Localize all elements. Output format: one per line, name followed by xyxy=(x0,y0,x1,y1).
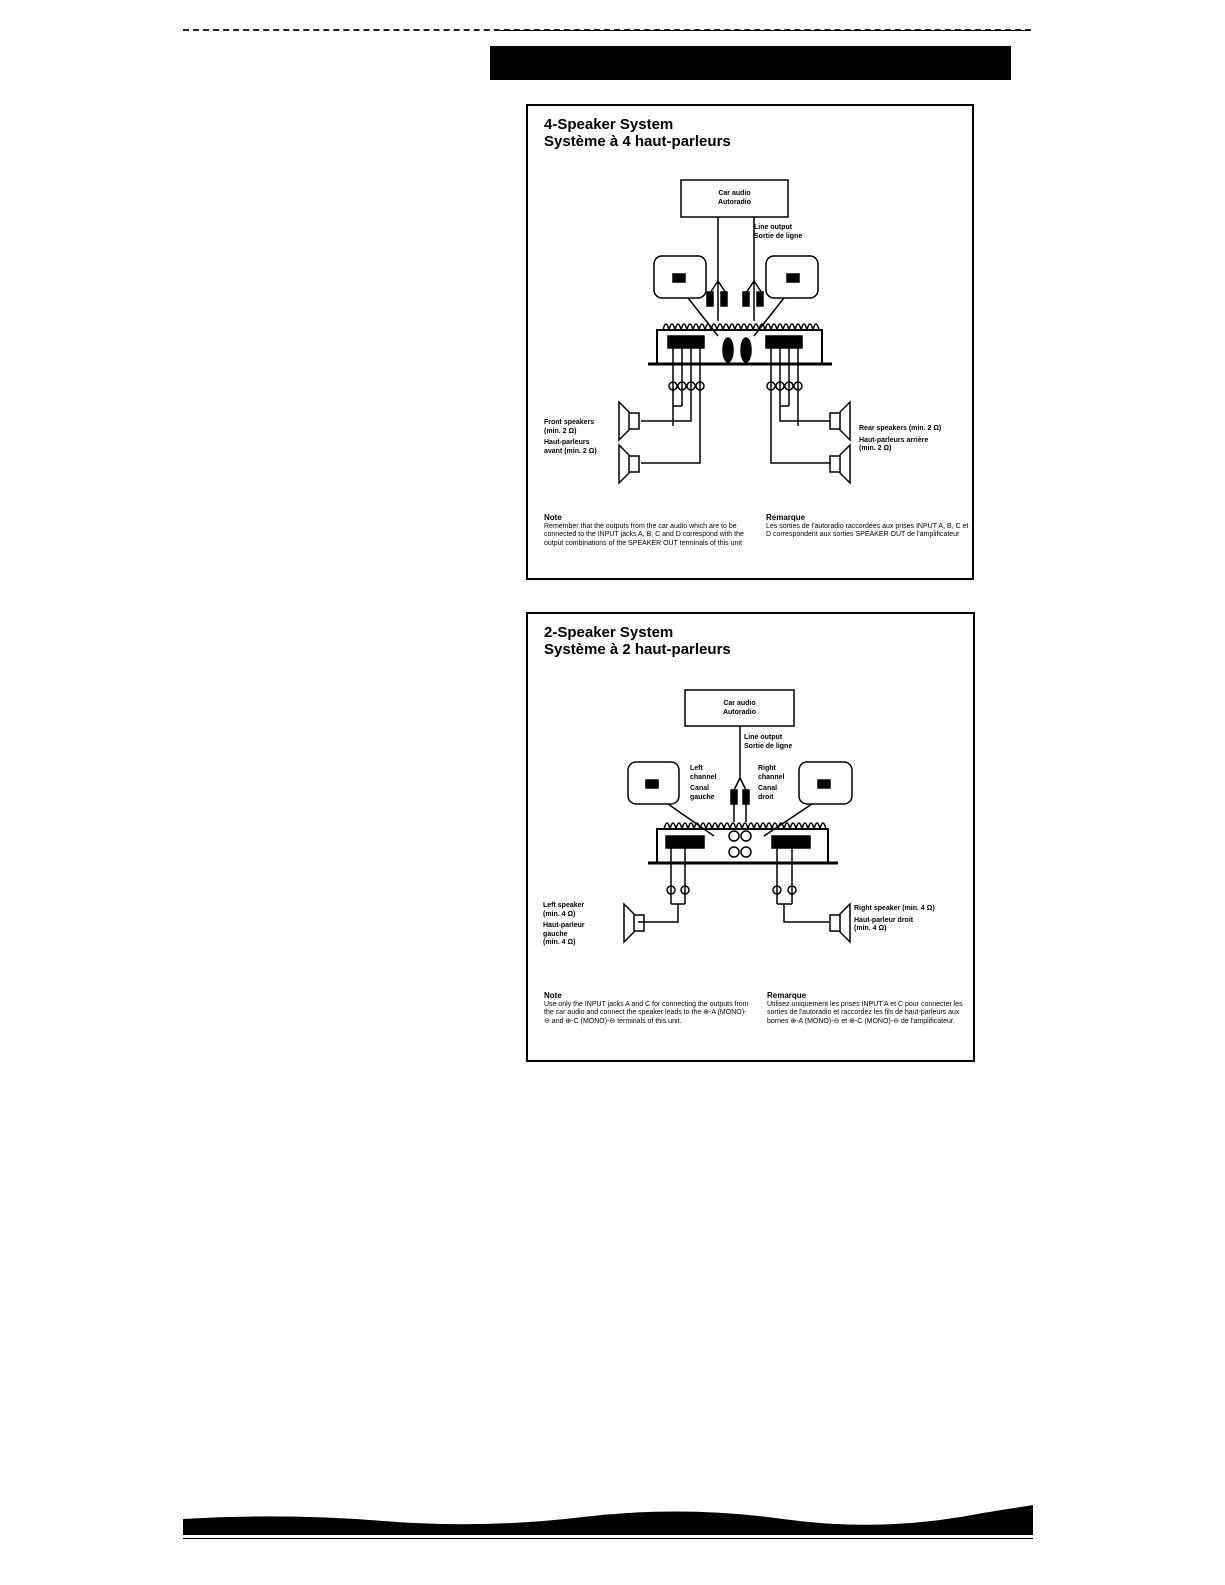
title-fr: Système à 4 haut-parleurs xyxy=(544,133,731,150)
t: Canal xyxy=(758,785,778,792)
scan-edge-artifact xyxy=(183,1505,1033,1535)
remarque-heading: Remarque xyxy=(767,991,807,1000)
t: Haut-parleur droit xyxy=(854,916,914,924)
t: gauche xyxy=(690,793,715,801)
right-speaker-label: Right speaker (min. 4 Ω) Haut-parleur dro… xyxy=(854,905,935,934)
car-audio-fr: Autoradio xyxy=(717,198,752,206)
t: (min. 2 Ω) xyxy=(544,427,577,435)
t: Front speakers xyxy=(544,419,595,426)
title-fr: Système à 2 haut-parleurs xyxy=(544,641,731,658)
line-output-fr: Sortie de ligne xyxy=(754,232,803,240)
t: Haut-parleur xyxy=(543,922,585,929)
note-text: Remember that the outputs from the car a… xyxy=(544,522,744,547)
t: gauche xyxy=(543,930,568,938)
four-speaker-wiring-diagram xyxy=(618,179,851,485)
t: Haut-parleurs arrière xyxy=(859,436,929,444)
t: Car audio xyxy=(723,700,756,707)
line-output-en: Line output xyxy=(754,224,793,231)
t: Sortie de ligne xyxy=(744,742,793,750)
t: Line output xyxy=(744,734,783,741)
t: Right speaker (min. 4 Ω) xyxy=(854,905,935,912)
note-text: Use only the INPUT jacks A and C for con… xyxy=(544,1000,749,1025)
title-en: 2-Speaker System xyxy=(544,624,674,641)
remarque-text: Utilisez uniquement les prises INPUT A e… xyxy=(767,1000,963,1025)
t: (min. 4 Ω) xyxy=(543,910,576,918)
bottom-rule xyxy=(183,1538,1033,1539)
t: Left speaker xyxy=(543,902,585,909)
top-rule-solid xyxy=(500,30,1030,31)
t: Autoradio xyxy=(722,708,757,716)
two-speaker-wiring-diagram xyxy=(623,689,853,944)
t: Rear speakers (min. 2 Ω) xyxy=(859,425,942,432)
t: channel xyxy=(690,773,717,781)
car-audio-en: Car audio xyxy=(718,190,751,197)
t: (min. 4 Ω) xyxy=(543,939,576,946)
t: (min. 4 Ω) xyxy=(854,925,887,932)
remarque-heading: Remarque xyxy=(766,513,806,522)
remarque-text: Les sorties de l'autoradio raccordées au… xyxy=(766,522,969,539)
note-heading: Note xyxy=(544,991,562,1000)
rear-speakers-label: Rear speakers (min. 2 Ω) Haut-parleurs ar… xyxy=(859,425,941,454)
t: Right xyxy=(758,765,776,772)
t: Canal xyxy=(690,785,710,792)
t: channel xyxy=(758,773,785,781)
t: Haut-parleurs xyxy=(544,439,590,446)
title-en: 4-Speaker System xyxy=(544,116,674,133)
t: Left xyxy=(690,765,703,772)
t: (min. 2 Ω) xyxy=(859,445,892,452)
section-header-bar xyxy=(490,46,1011,80)
note-heading: Note xyxy=(544,513,562,522)
t: droit xyxy=(758,793,774,801)
t: avant (min. 2 Ω) xyxy=(544,447,597,455)
